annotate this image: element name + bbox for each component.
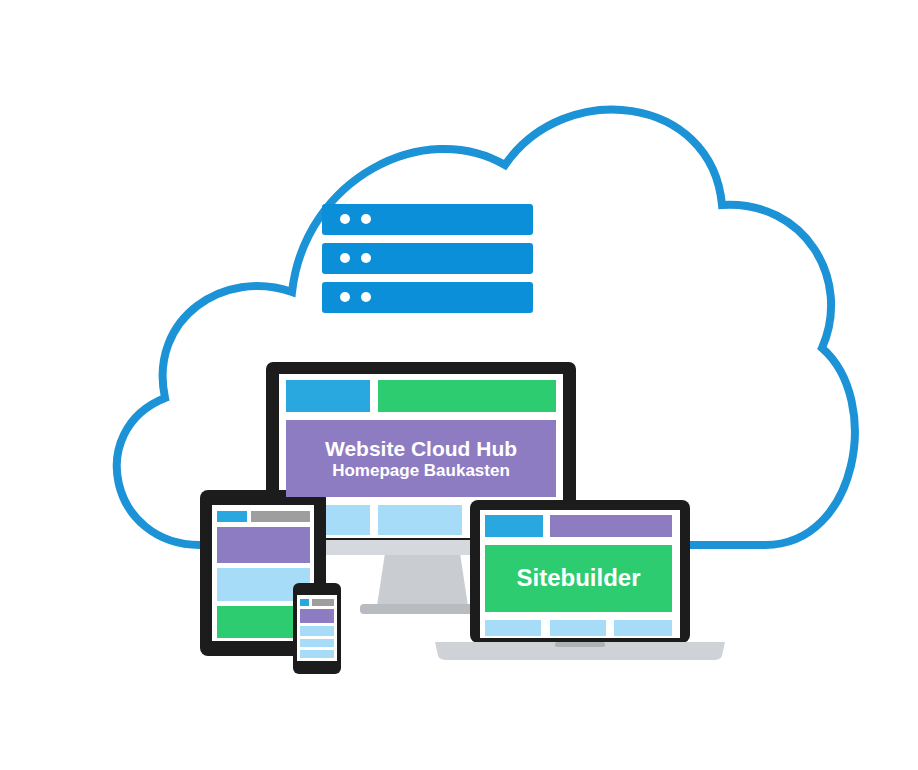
screen-banner: Website Cloud HubHomepage Baukasten — [286, 420, 556, 497]
banner-text: Website Cloud Hub — [325, 436, 517, 461]
cloud-outline — [117, 110, 855, 545]
banner-text: Sitebuilder — [516, 564, 640, 593]
phone — [293, 583, 341, 674]
banner-text: Homepage Baukasten — [332, 461, 510, 481]
laptop — [435, 500, 725, 660]
screen-banner: Sitebuilder — [485, 545, 672, 612]
server-icon — [322, 204, 533, 313]
